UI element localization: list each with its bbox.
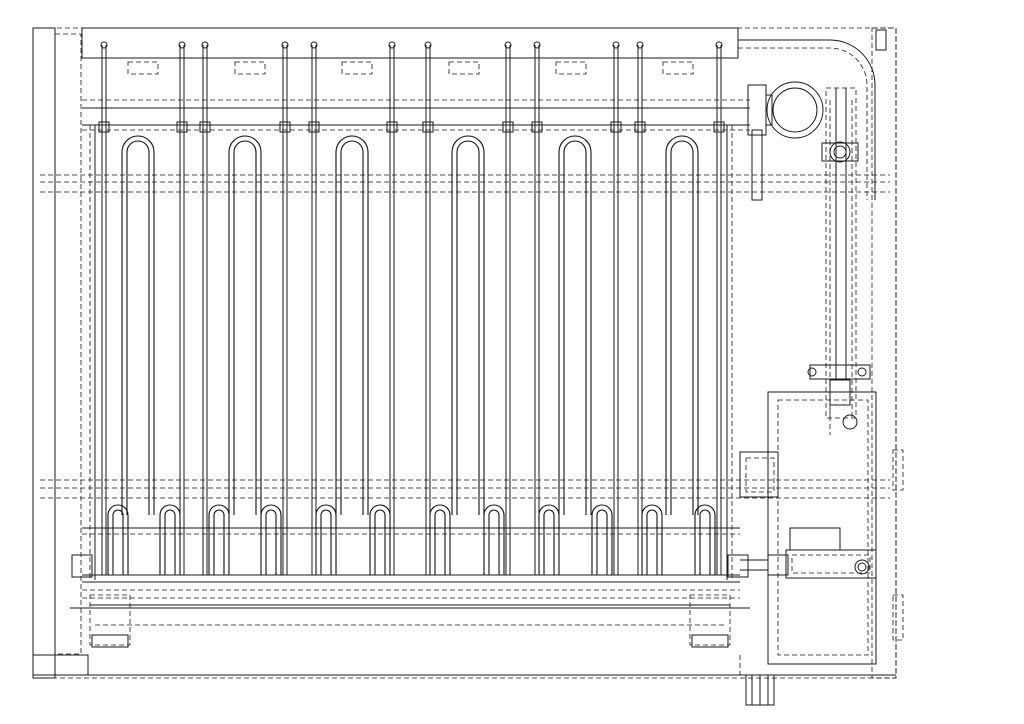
element-panel — [89, 125, 733, 580]
top-manifold — [81, 27, 750, 131]
heating-coils — [121, 135, 699, 515]
cross-rails — [40, 174, 890, 535]
bottom-loops — [107, 504, 716, 575]
terminal-rods — [98, 41, 725, 575]
blower-motor — [738, 39, 876, 201]
valve-column — [807, 87, 871, 435]
control-box — [739, 391, 877, 706]
base-assembly — [70, 554, 750, 648]
